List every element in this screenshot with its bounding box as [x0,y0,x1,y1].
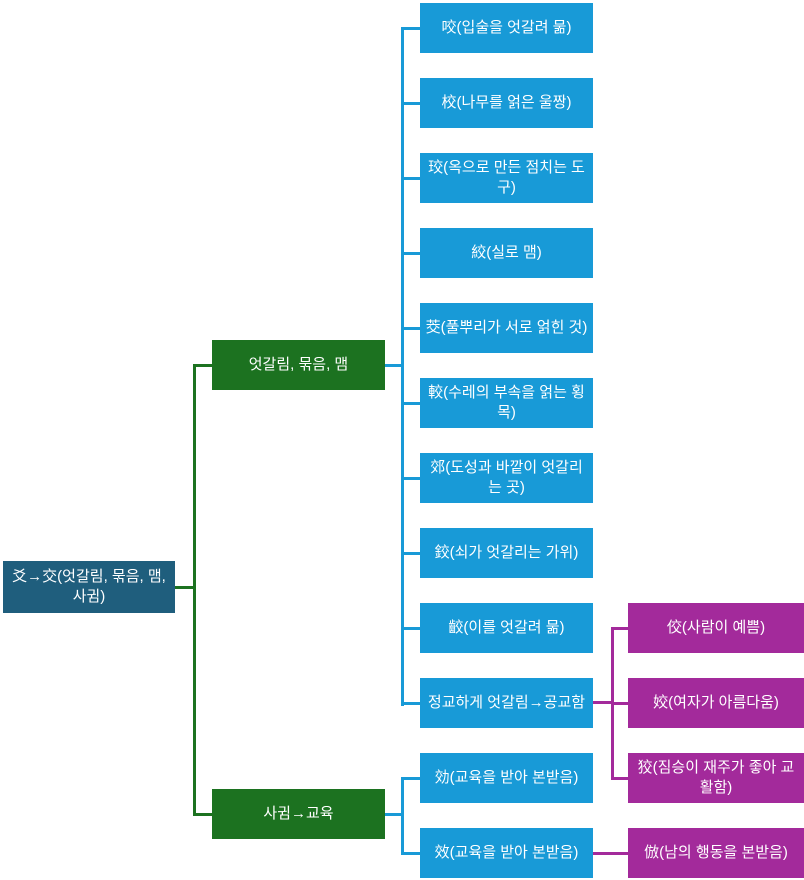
connector-sub1-stub [611,627,628,630]
connector-branch2-stub [193,813,212,816]
node-leaf-5: 茭(풀뿌리가 서로 얽힌 것) [420,303,593,353]
node-leaf-11: 効(교육을 받아 본받음) [420,753,593,803]
node-leaf-8: 鉸(쇠가 엇갈리는 가위) [420,528,593,578]
node-leaf-2: 校(나무를 얽은 울짱) [420,78,593,128]
connector-leaf11-stub [401,777,420,780]
connector-leaf1-stub [401,27,420,30]
connector-sub2-stub [611,702,628,705]
connector-leaf3-stub [401,177,420,180]
connector-branch1-bracket [401,27,404,706]
connector-root-feed [175,586,195,589]
connector-branch1-feed [385,364,403,367]
node-leaf-4: 絞(실로 맴) [420,228,593,278]
connector-branch2-feed [385,813,403,816]
connector-leaf12-stub [401,852,420,855]
node-root: 爻→交(엇갈림, 묶음, 맴, 사귐) [3,561,175,613]
connector-leaf8-stub [401,552,420,555]
node-leaf-6: 較(수레의 부속을 얽는 횡목) [420,378,593,428]
node-branch-crossing: 엇갈림, 묶음, 맴 [212,340,385,390]
node-leaf-10: 정교하게 엇갈림→공교함 [420,678,593,728]
connector-branch2-bracket [401,777,404,855]
node-leaf-3: 珓(옥으로 만든 점치는 도구) [420,153,593,203]
node-leaf-7: 郊(도성과 바깥이 엇갈리는 곳) [420,453,593,503]
connector-leaf10-feed [593,701,612,704]
node-sub-4: 倣(남의 행동을 본받음) [628,828,804,878]
node-sub-1: 佼(사람이 예쁨) [628,603,804,653]
connector-sub3-stub [611,777,628,780]
connector-leaf6-stub [401,402,420,405]
node-sub-2: 姣(여자가 아름다움) [628,678,804,728]
connector-leaf4-stub [401,252,420,255]
node-leaf-1: 咬(입술을 엇갈려 묾) [420,3,593,53]
connector-leaf2-stub [401,102,420,105]
connector-leaf9-stub [401,627,420,630]
connector-branch1-stub [193,364,212,367]
connector-leaf7-stub [401,477,420,480]
connector-root-bracket [193,364,196,816]
node-leaf-9: 齩(이를 엇갈려 묾) [420,603,593,653]
node-branch-education: 사귐→교육 [212,789,385,839]
connector-leaf10-stub [401,702,420,705]
connector-leaf12-sub4 [593,852,628,855]
connector-leaf5-stub [401,327,420,330]
node-sub-3: 狡(짐승이 재주가 좋아 교활함) [628,753,804,803]
node-leaf-12: 效(교육을 받아 본받음) [420,828,593,878]
